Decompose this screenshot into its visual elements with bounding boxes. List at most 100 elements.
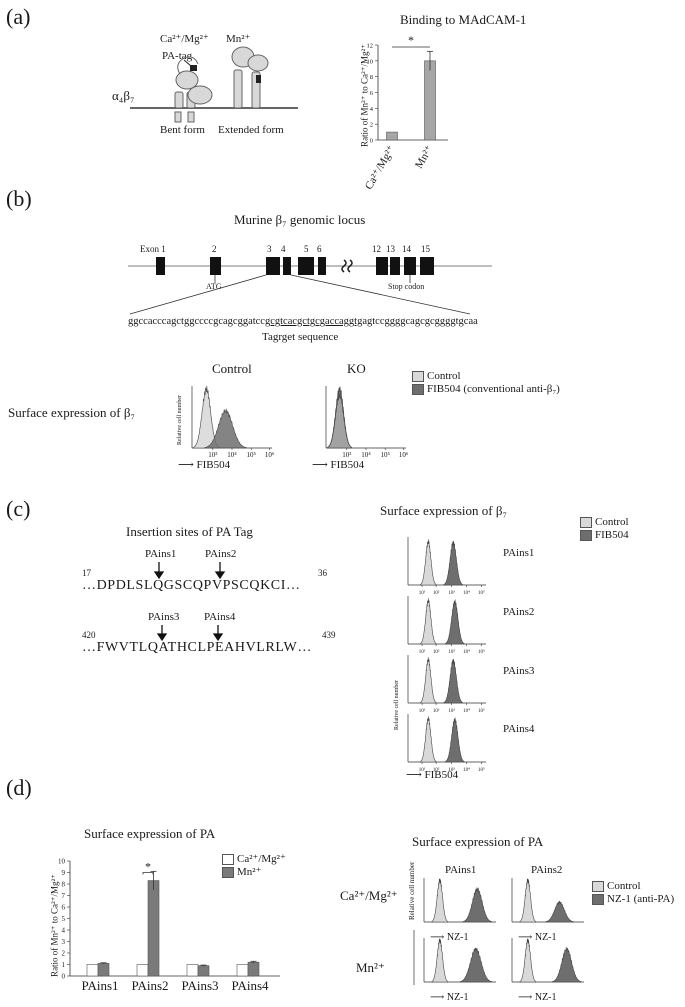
bar-0 — [386, 131, 398, 141]
genomic-sequence: ggccacccagctggccccgcagcggatccgcgtcacgctg… — [128, 316, 478, 327]
hist-label-pains3: PAins3 — [503, 665, 535, 677]
axis-title-c: ⟶ FIB504 — [406, 769, 459, 781]
fib504-peak — [445, 599, 465, 645]
hist-x-tick-label: 10¹ — [419, 767, 426, 773]
panel-label-a: (a) — [6, 4, 31, 29]
hist-x-tick-label: 10⁵ — [246, 451, 256, 459]
hist-x-tick-label: 10⁵ — [478, 708, 485, 714]
axis-title-b-ko: ⟶ FIB504 — [312, 459, 365, 471]
hist-x-tick-label: 10³ — [208, 451, 217, 459]
category-label: PAins4 — [231, 978, 269, 993]
sequence-flank-right: agtccggggcagcgcggggtgcaa — [362, 316, 478, 327]
seq2-start: 420 — [82, 630, 96, 640]
fib504-peak — [443, 541, 463, 586]
exon-1-label: Exon 1 — [140, 244, 166, 254]
hist-x-tick-label: 10³ — [448, 649, 455, 655]
hist-x-tick-label: 10² — [433, 590, 440, 596]
control-peak — [420, 539, 437, 586]
cation-extended-label: Mn²⁺ — [226, 33, 251, 45]
control-peak — [420, 598, 437, 645]
control-peak — [519, 938, 537, 983]
stop-codon-label: Stop codon — [388, 282, 425, 291]
hist-x-tick-label: 10⁵ — [478, 767, 485, 773]
sequence-target: gcgtcacgctgcgaccaggtg — [264, 316, 363, 327]
exon-num: 12 — [372, 244, 381, 254]
control-peak — [519, 878, 537, 923]
hist-x-tick-label: 10⁴ — [463, 708, 470, 714]
legend-d-nz: NZ-1 (anti-PA) — [592, 893, 674, 905]
extended-form-label: Extended form — [218, 124, 284, 136]
hist-x-tick-label: 10³ — [448, 590, 455, 596]
pa-tag-label: PA-tag — [162, 50, 193, 62]
y-tick-label: 6 — [62, 904, 66, 912]
pains2-label: PAins2 — [205, 548, 237, 560]
hist-x-tick-label: 10⁵ — [478, 649, 485, 655]
y-tick-label: 4 — [62, 927, 66, 935]
hist-x-tick-label: 10³ — [448, 767, 455, 773]
axis-d-3: ⟶ NZ-1 — [430, 992, 469, 1003]
flow-col-pains1: PAins1 — [445, 864, 477, 876]
fib504-peak — [445, 717, 465, 763]
y-tick-label: 12 — [367, 43, 374, 50]
axis-d-1: ⟶ NZ-1 — [430, 932, 469, 943]
seq1-start: 17 — [82, 568, 91, 578]
flow-col-pains2: PAins2 — [531, 864, 563, 876]
hist-x-tick-label: 10² — [433, 649, 440, 655]
fib504-peak — [443, 659, 463, 704]
exon-num: 14 — [402, 244, 411, 254]
y-tick-label: 7 — [62, 892, 66, 900]
y-tick-label: 8 — [62, 881, 66, 889]
y-tick-label: 4 — [370, 106, 374, 113]
y-tick-label: 10 — [58, 858, 66, 866]
hist-c-ylabel: Relative cell number — [394, 680, 400, 730]
panel-label-d: (d) — [6, 775, 32, 800]
ko-title: KO — [347, 361, 366, 376]
hist-x-tick-label: 10⁶ — [265, 451, 275, 459]
row-label-mn: Mn²⁺ — [356, 960, 385, 975]
integrin-label: α₄β₇ — [112, 88, 135, 103]
hist-x-tick-label: 10³ — [448, 708, 455, 714]
category-label: PAins3 — [181, 978, 218, 993]
hist-x-tick-label: 10³ — [342, 451, 351, 459]
legend-c-control: Control — [580, 516, 629, 528]
y-tick-label: 6 — [370, 90, 374, 97]
control-title: Control — [212, 361, 252, 376]
surface-expression-c: Surface expression of β₇ — [380, 503, 508, 518]
chart-d-title: Surface expression of PA — [84, 826, 216, 841]
axis-title-b-control: ⟶ FIB504 — [178, 459, 231, 471]
control-peak — [431, 938, 449, 983]
flow-d-title: Surface expression of PA — [412, 834, 544, 849]
bent-form-label: Bent form — [160, 124, 205, 136]
y-tick-label: 2 — [370, 122, 373, 129]
control-peak — [420, 657, 437, 704]
nz1-peak — [462, 887, 492, 923]
category-label: PAins1 — [81, 978, 118, 993]
legend-d-control: Control — [592, 880, 641, 892]
panel-label-c: (c) — [6, 496, 31, 521]
pa-tag-marker — [190, 65, 197, 71]
sequence-1: …DPDLSLQGSCQPVPSCQKCI… — [82, 578, 301, 593]
hist-x-tick-label: 10² — [433, 767, 440, 773]
chart-a-title: Binding to MAdCAM-1 — [400, 12, 527, 27]
y-tick-label: 5 — [62, 915, 66, 923]
hist-label-pains1: PAins1 — [503, 547, 535, 559]
hist-d-ylabel: Relative cell number — [408, 861, 416, 920]
sig-star: * — [145, 860, 151, 874]
hist-b-ylabel: Relative cell number — [177, 395, 183, 445]
control-peak — [431, 878, 449, 923]
insertion-title: Insertion sites of PA Tag — [126, 524, 253, 539]
ko-control-peak — [327, 392, 352, 449]
hist-x-tick-label: 10⁴ — [463, 767, 470, 773]
axis-d-4: ⟶ NZ-1 — [518, 992, 557, 1003]
atg-label: ATG — [206, 282, 222, 291]
nz1-peak — [544, 900, 575, 923]
y-tick-label: 1 — [62, 961, 66, 969]
hist-x-tick-label: 10² — [433, 708, 440, 714]
legend-b-control: Control — [412, 370, 461, 382]
legend-c-fib: FIB504 — [580, 529, 629, 541]
y-tick-label: 8 — [370, 74, 373, 81]
